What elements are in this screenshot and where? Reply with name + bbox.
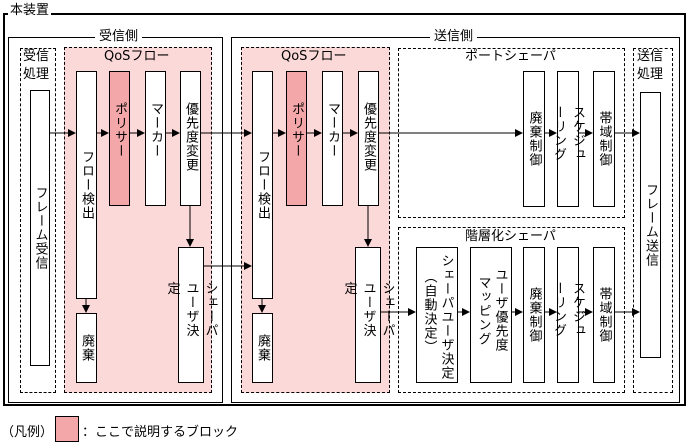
send-policer-block: ポリサー bbox=[286, 71, 307, 206]
receive-discard-block: 廃棄 bbox=[76, 313, 97, 383]
receive-processing-label-1: 受信 bbox=[23, 49, 50, 64]
receive-priority-change-text: 優先度変更 bbox=[183, 102, 198, 172]
send-processing-label-1: 送信 bbox=[637, 49, 664, 64]
receive-shaper-user-decision-block: シェーパユーザ決定 bbox=[165, 247, 218, 383]
port-scheduling-block: スケジューリング bbox=[551, 71, 585, 207]
send-side-label: 送信側 bbox=[430, 29, 478, 44]
receive-priority-change-block: 優先度変更 bbox=[180, 71, 201, 206]
auto-shaper-user-decision-text: シェーパユーザ決定 bbox=[438, 254, 454, 380]
auto-decision-note: （自動決定） bbox=[421, 270, 437, 354]
port-bandwidth-control-text: 帯域制御 bbox=[596, 111, 612, 167]
send-marker-block: マーカー bbox=[322, 71, 343, 206]
receive-policer-block: ポリサー bbox=[109, 71, 130, 206]
user-priority-mapping-text-2: マッピング bbox=[475, 276, 491, 346]
auto-shaper-user-decision-block: シェーパユーザ決定 （自動決定） bbox=[416, 247, 458, 383]
hierarchical-bandwidth-control-text: 帯域制御 bbox=[596, 287, 612, 343]
send-policer-text: ポリサー bbox=[289, 102, 304, 158]
port-bandwidth-control-block: 帯域制御 bbox=[593, 71, 615, 207]
receive-processing-label-2: 処理 bbox=[23, 67, 50, 82]
receive-marker-block: マーカー bbox=[145, 71, 166, 206]
send-shaper-user-decision-block: シェーパユーザ決定 bbox=[342, 247, 395, 383]
frame-send-text: フレーム送信 bbox=[643, 183, 658, 267]
send-processing-box bbox=[633, 48, 673, 393]
port-scheduling-text: スケジューリング bbox=[551, 105, 585, 162]
send-qos-flow-label: QoSフロー bbox=[281, 49, 347, 64]
send-marker-text: マーカー bbox=[325, 102, 340, 158]
receive-shaper-user-decision-text: シェーパユーザ決定 bbox=[164, 281, 218, 338]
frame-receive-text: フレーム受信 bbox=[32, 186, 48, 270]
receive-processing-box bbox=[20, 48, 56, 393]
hierarchical-scheduling-block: スケジューリング bbox=[551, 247, 585, 383]
port-shaper-label: ポートシェーパ bbox=[465, 49, 556, 64]
send-flow-detect-block: フロー検出 bbox=[252, 71, 273, 299]
frame-receive-block: フレーム受信 bbox=[30, 90, 50, 366]
hierarchical-shaper-box bbox=[398, 227, 625, 393]
send-discard-block: 廃棄 bbox=[252, 313, 273, 383]
send-priority-change-text: 優先度変更 bbox=[361, 102, 376, 172]
hierarchical-discard-control-text: 廃棄制御 bbox=[526, 287, 542, 343]
port-discard-control-block: 廃棄制御 bbox=[523, 71, 545, 207]
receive-side-label: 受信側 bbox=[95, 29, 143, 44]
legend-swatch bbox=[55, 416, 79, 442]
port-discard-control-text: 廃棄制御 bbox=[526, 111, 542, 167]
receive-marker-text: マーカー bbox=[148, 102, 163, 158]
device-frame bbox=[3, 13, 686, 406]
hierarchical-discard-control-block: 廃棄制御 bbox=[523, 247, 545, 383]
send-flow-detect-text: フロー検出 bbox=[255, 150, 270, 220]
send-discard-text: 廃棄 bbox=[255, 334, 270, 362]
receive-qos-flow-label: QoSフロー bbox=[104, 49, 170, 64]
send-processing-label-2: 処理 bbox=[637, 67, 664, 82]
device-title: 本装置 bbox=[8, 3, 52, 18]
hierarchical-scheduling-text: スケジューリング bbox=[551, 281, 585, 338]
receive-discard-text: 廃棄 bbox=[79, 334, 94, 362]
user-priority-mapping-block: ユーザ優先度 マッピング bbox=[470, 247, 512, 383]
legend-prefix: （凡例） bbox=[1, 425, 54, 440]
receive-policer-text: ポリサー bbox=[112, 102, 127, 158]
send-priority-change-block: 優先度変更 bbox=[358, 71, 379, 206]
receive-flow-detect-text: フロー検出 bbox=[79, 150, 94, 220]
send-shaper-user-decision-text: シェーパユーザ決定 bbox=[341, 281, 395, 338]
hierarchical-bandwidth-control-block: 帯域制御 bbox=[593, 247, 615, 383]
user-priority-mapping-text-1: ユーザ優先度 bbox=[492, 268, 508, 352]
legend-text: ：ここで説明するブロック bbox=[82, 425, 239, 440]
frame-send-block: フレーム送信 bbox=[640, 92, 661, 358]
hierarchical-shaper-label: 階層化シェーパ bbox=[465, 229, 556, 244]
receive-flow-detect-block: フロー検出 bbox=[76, 71, 97, 299]
